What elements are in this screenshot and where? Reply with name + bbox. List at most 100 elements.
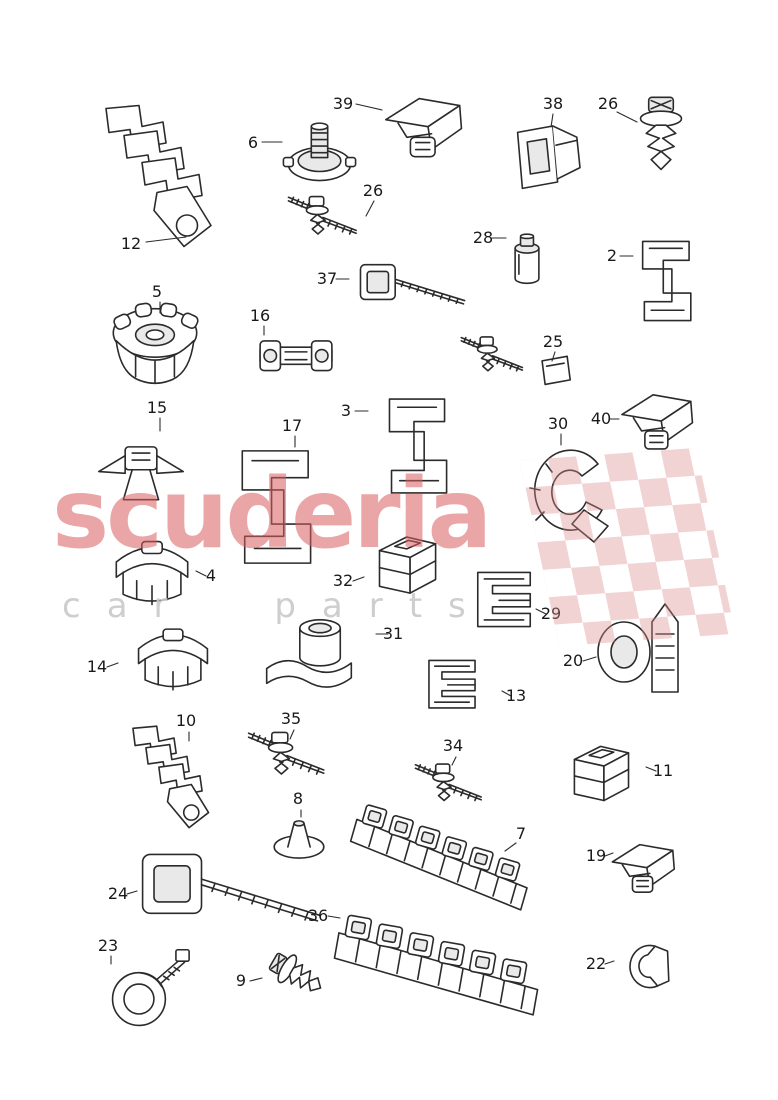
part-item-8[interactable]: 8 <box>273 789 325 859</box>
part-number-label[interactable]: 11 <box>653 761 673 780</box>
part-item-40[interactable]: 40 <box>591 394 694 450</box>
part-number-label[interactable]: 14 <box>87 657 107 676</box>
leader-line <box>366 201 374 216</box>
part-item-11[interactable]: 11 <box>573 745 673 802</box>
part-item-38[interactable]: 38 <box>516 94 581 190</box>
part-item[interactable] <box>460 336 524 372</box>
part-item-25[interactable]: 25 <box>541 332 571 385</box>
leader-line <box>290 730 294 739</box>
coil-tie-part-drawing <box>111 948 190 1027</box>
rivet-part-drawing <box>264 946 329 1003</box>
clip-angled-part-drawing <box>621 394 694 450</box>
clip-wing-part-drawing <box>97 445 185 501</box>
part-item-26[interactable]: 26 <box>287 181 383 236</box>
part-number-label[interactable]: 23 <box>98 936 118 955</box>
part-number-label[interactable]: 39 <box>333 94 353 113</box>
part-number-label[interactable]: 7 <box>516 824 526 843</box>
part-number-label[interactable]: 8 <box>293 789 303 808</box>
leader-line <box>505 843 516 851</box>
part-number-label[interactable]: 26 <box>598 94 618 113</box>
part-item-29[interactable]: 29 <box>477 571 561 628</box>
part-number-label[interactable]: 13 <box>506 686 526 705</box>
part-number-label[interactable]: 16 <box>250 306 270 325</box>
part-number-label[interactable]: 2 <box>607 246 617 265</box>
part-number-label[interactable]: 22 <box>586 954 606 973</box>
part-item-6[interactable]: 6 <box>248 122 357 182</box>
part-item-10[interactable]: 10 <box>131 711 210 830</box>
part-number-label[interactable]: 10 <box>176 711 196 730</box>
part-item-22[interactable]: 22 <box>586 944 670 989</box>
part-number-label[interactable]: 32 <box>333 571 353 590</box>
part-item-32[interactable]: 32 <box>333 536 437 594</box>
leader-line <box>617 112 637 122</box>
part-item-15[interactable]: 15 <box>97 398 185 501</box>
leader-line <box>353 577 364 581</box>
bracket-clip-part-drawing <box>516 125 581 190</box>
clip-part-drawing <box>378 536 437 594</box>
part-number-label[interactable]: 3 <box>341 401 351 420</box>
part-item-9[interactable]: 9 <box>236 946 329 1003</box>
part-item-37[interactable]: 37 <box>317 264 466 305</box>
part-item-14[interactable]: 14 <box>87 628 209 691</box>
part-number-label[interactable]: 40 <box>591 409 611 428</box>
part-item-31[interactable]: 31 <box>265 618 403 689</box>
part-item-12[interactable]: 12 <box>104 104 213 254</box>
part-number-label[interactable]: 5 <box>152 282 162 301</box>
part-item-2[interactable]: 2 <box>607 240 692 322</box>
part-item-26[interactable]: 26 <box>598 94 683 171</box>
part-number-label[interactable]: 4 <box>206 566 216 585</box>
part-item-39[interactable]: 39 <box>333 94 463 158</box>
part-number-label[interactable]: 34 <box>443 736 463 755</box>
bracket-tall-part-drawing <box>241 449 312 565</box>
part-number-label[interactable]: 25 <box>543 332 563 351</box>
part-item-35[interactable]: 35 <box>247 709 325 775</box>
leader-line <box>536 609 546 614</box>
part-number-label[interactable]: 19 <box>586 846 606 865</box>
part-number-label[interactable]: 6 <box>248 133 258 152</box>
clip-round-part-drawing <box>529 449 609 543</box>
part-item-34[interactable]: 34 <box>414 736 483 802</box>
tie-mount-part-drawing <box>359 264 466 305</box>
part-item-13[interactable]: 13 <box>428 659 526 709</box>
tie-rivet-part-drawing <box>460 336 524 372</box>
leader-line <box>646 767 656 771</box>
part-number-label[interactable]: 15 <box>147 398 167 417</box>
part-number-label[interactable]: 28 <box>473 228 493 247</box>
rivet-part-drawing <box>639 96 683 171</box>
part-item-28[interactable]: 28 <box>473 228 540 285</box>
part-item-19[interactable]: 19 <box>586 843 675 893</box>
part-item-24[interactable]: 24 <box>108 853 321 922</box>
part-number-label[interactable]: 37 <box>317 269 337 288</box>
part-item-17[interactable]: 17 <box>241 416 312 565</box>
part-number-label[interactable]: 24 <box>108 884 128 903</box>
leader-line <box>551 114 553 127</box>
part-item-5[interactable]: 5 <box>111 282 201 385</box>
part-number-label[interactable]: 30 <box>548 414 568 433</box>
leader-line <box>356 104 382 110</box>
part-number-label[interactable]: 20 <box>563 651 583 670</box>
part-item-23[interactable]: 23 <box>98 936 190 1027</box>
part-item-7[interactable]: 7 <box>344 801 538 911</box>
part-number-label[interactable]: 36 <box>308 906 328 925</box>
clip-angled-part-drawing <box>611 843 675 893</box>
part-number-label[interactable]: 9 <box>236 971 246 990</box>
part-item-16[interactable]: 16 <box>250 306 334 372</box>
part-number-label[interactable]: 17 <box>282 416 302 435</box>
part-item-30[interactable]: 30 <box>529 414 609 543</box>
part-item-20[interactable]: 20 <box>563 603 679 693</box>
part-item-4[interactable]: 4 <box>115 540 216 606</box>
part-number-label[interactable]: 31 <box>383 624 403 643</box>
part-number-label[interactable]: 35 <box>281 709 301 728</box>
part-item-3[interactable]: 3 <box>341 397 448 495</box>
leader-line <box>328 916 340 918</box>
leader-line <box>196 571 206 576</box>
part-number-label[interactable]: 26 <box>363 181 383 200</box>
part-item-36[interactable]: 36 <box>308 906 546 1016</box>
part-number-label[interactable]: 38 <box>543 94 563 113</box>
strip-part-drawing <box>344 801 538 911</box>
cup-bracket-part-drawing <box>265 618 353 689</box>
part-number-label[interactable]: 29 <box>541 604 561 623</box>
part-number-label[interactable]: 12 <box>121 234 141 253</box>
